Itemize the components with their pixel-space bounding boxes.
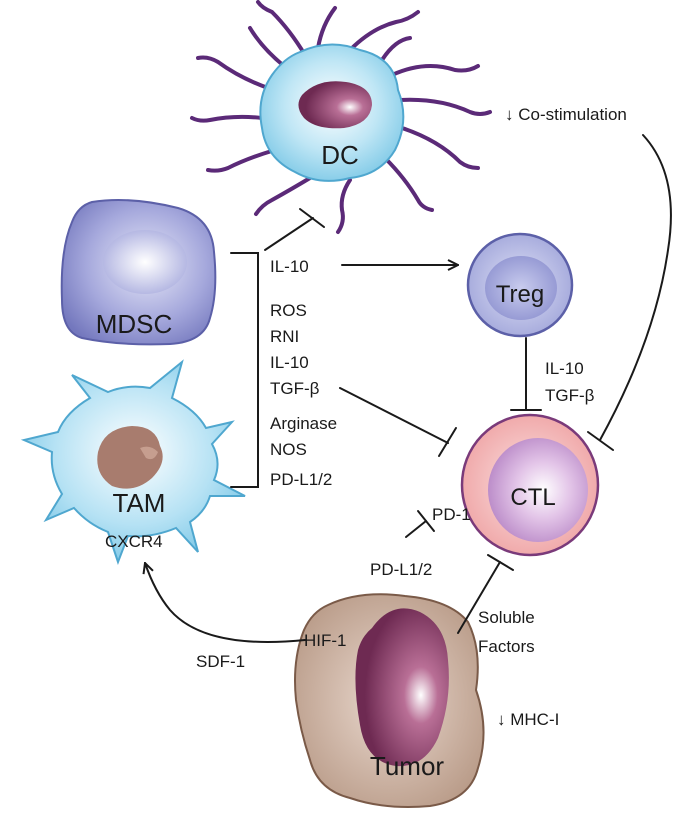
dc-cell: DC bbox=[190, 0, 492, 234]
ctl-cell: CTL bbox=[460, 413, 600, 557]
co-stimulation-label: ↓ Co-stimulation bbox=[505, 105, 627, 124]
dc-label: DC bbox=[321, 140, 359, 170]
tumor-cell: Tumor bbox=[294, 593, 485, 808]
tumor-label: Tumor bbox=[370, 751, 444, 781]
soluble-ctl-inhibit-line bbox=[457, 561, 501, 634]
treg-il10-label: IL-10 bbox=[545, 359, 584, 378]
factor-il10: IL-10 bbox=[270, 353, 309, 372]
pdl-pd1-line bbox=[405, 520, 427, 538]
factor-nos: NOS bbox=[270, 440, 307, 459]
pd1-label: PD-1 bbox=[432, 505, 471, 524]
bracket-line bbox=[230, 252, 259, 488]
hif1-label: HIF-1 bbox=[304, 631, 347, 650]
il10-dc-inhibit-line bbox=[264, 217, 314, 251]
treg-label: Treg bbox=[496, 281, 544, 308]
soluble-label: Soluble bbox=[478, 608, 535, 627]
factor-rni: RNI bbox=[270, 327, 299, 346]
pdl12-label: PD-L1/2 bbox=[370, 560, 432, 579]
factor-tgfb: TGF-β bbox=[270, 379, 320, 398]
pdl-pd1-bar bbox=[417, 510, 435, 532]
factor-pdl12: PD-L1/2 bbox=[270, 470, 332, 489]
sdf1-label: SDF-1 bbox=[196, 652, 245, 671]
cxcr4-label: CXCR4 bbox=[105, 532, 163, 551]
treg-tgfb-label: TGF-β bbox=[545, 386, 595, 405]
mdsc-cell: MDSC bbox=[60, 199, 217, 346]
costim-ctl-inhibit-bar bbox=[587, 431, 614, 451]
factors-ctl-inhibit-bar bbox=[438, 427, 457, 457]
factor-arginase: Arginase bbox=[270, 414, 337, 433]
mhc-label: ↓ MHC-I bbox=[497, 710, 559, 729]
mdsc-label: MDSC bbox=[96, 309, 173, 339]
factor-ros: ROS bbox=[270, 301, 307, 320]
treg-cell: Treg bbox=[466, 232, 574, 338]
ctl-label: CTL bbox=[510, 484, 555, 511]
soluble-ctl-inhibit-bar bbox=[487, 554, 514, 571]
factors-label: Factors bbox=[478, 637, 535, 656]
tam-cell: TAM bbox=[20, 359, 246, 565]
il10-top-label: IL-10 bbox=[270, 257, 309, 276]
sdf1-tam-arrow bbox=[145, 563, 306, 643]
tam-label: TAM bbox=[113, 488, 166, 518]
factors-ctl-inhibit-line bbox=[339, 387, 449, 444]
il10-dc-inhibit-bar bbox=[299, 208, 325, 228]
costim-ctl-inhibit-line bbox=[599, 134, 672, 441]
